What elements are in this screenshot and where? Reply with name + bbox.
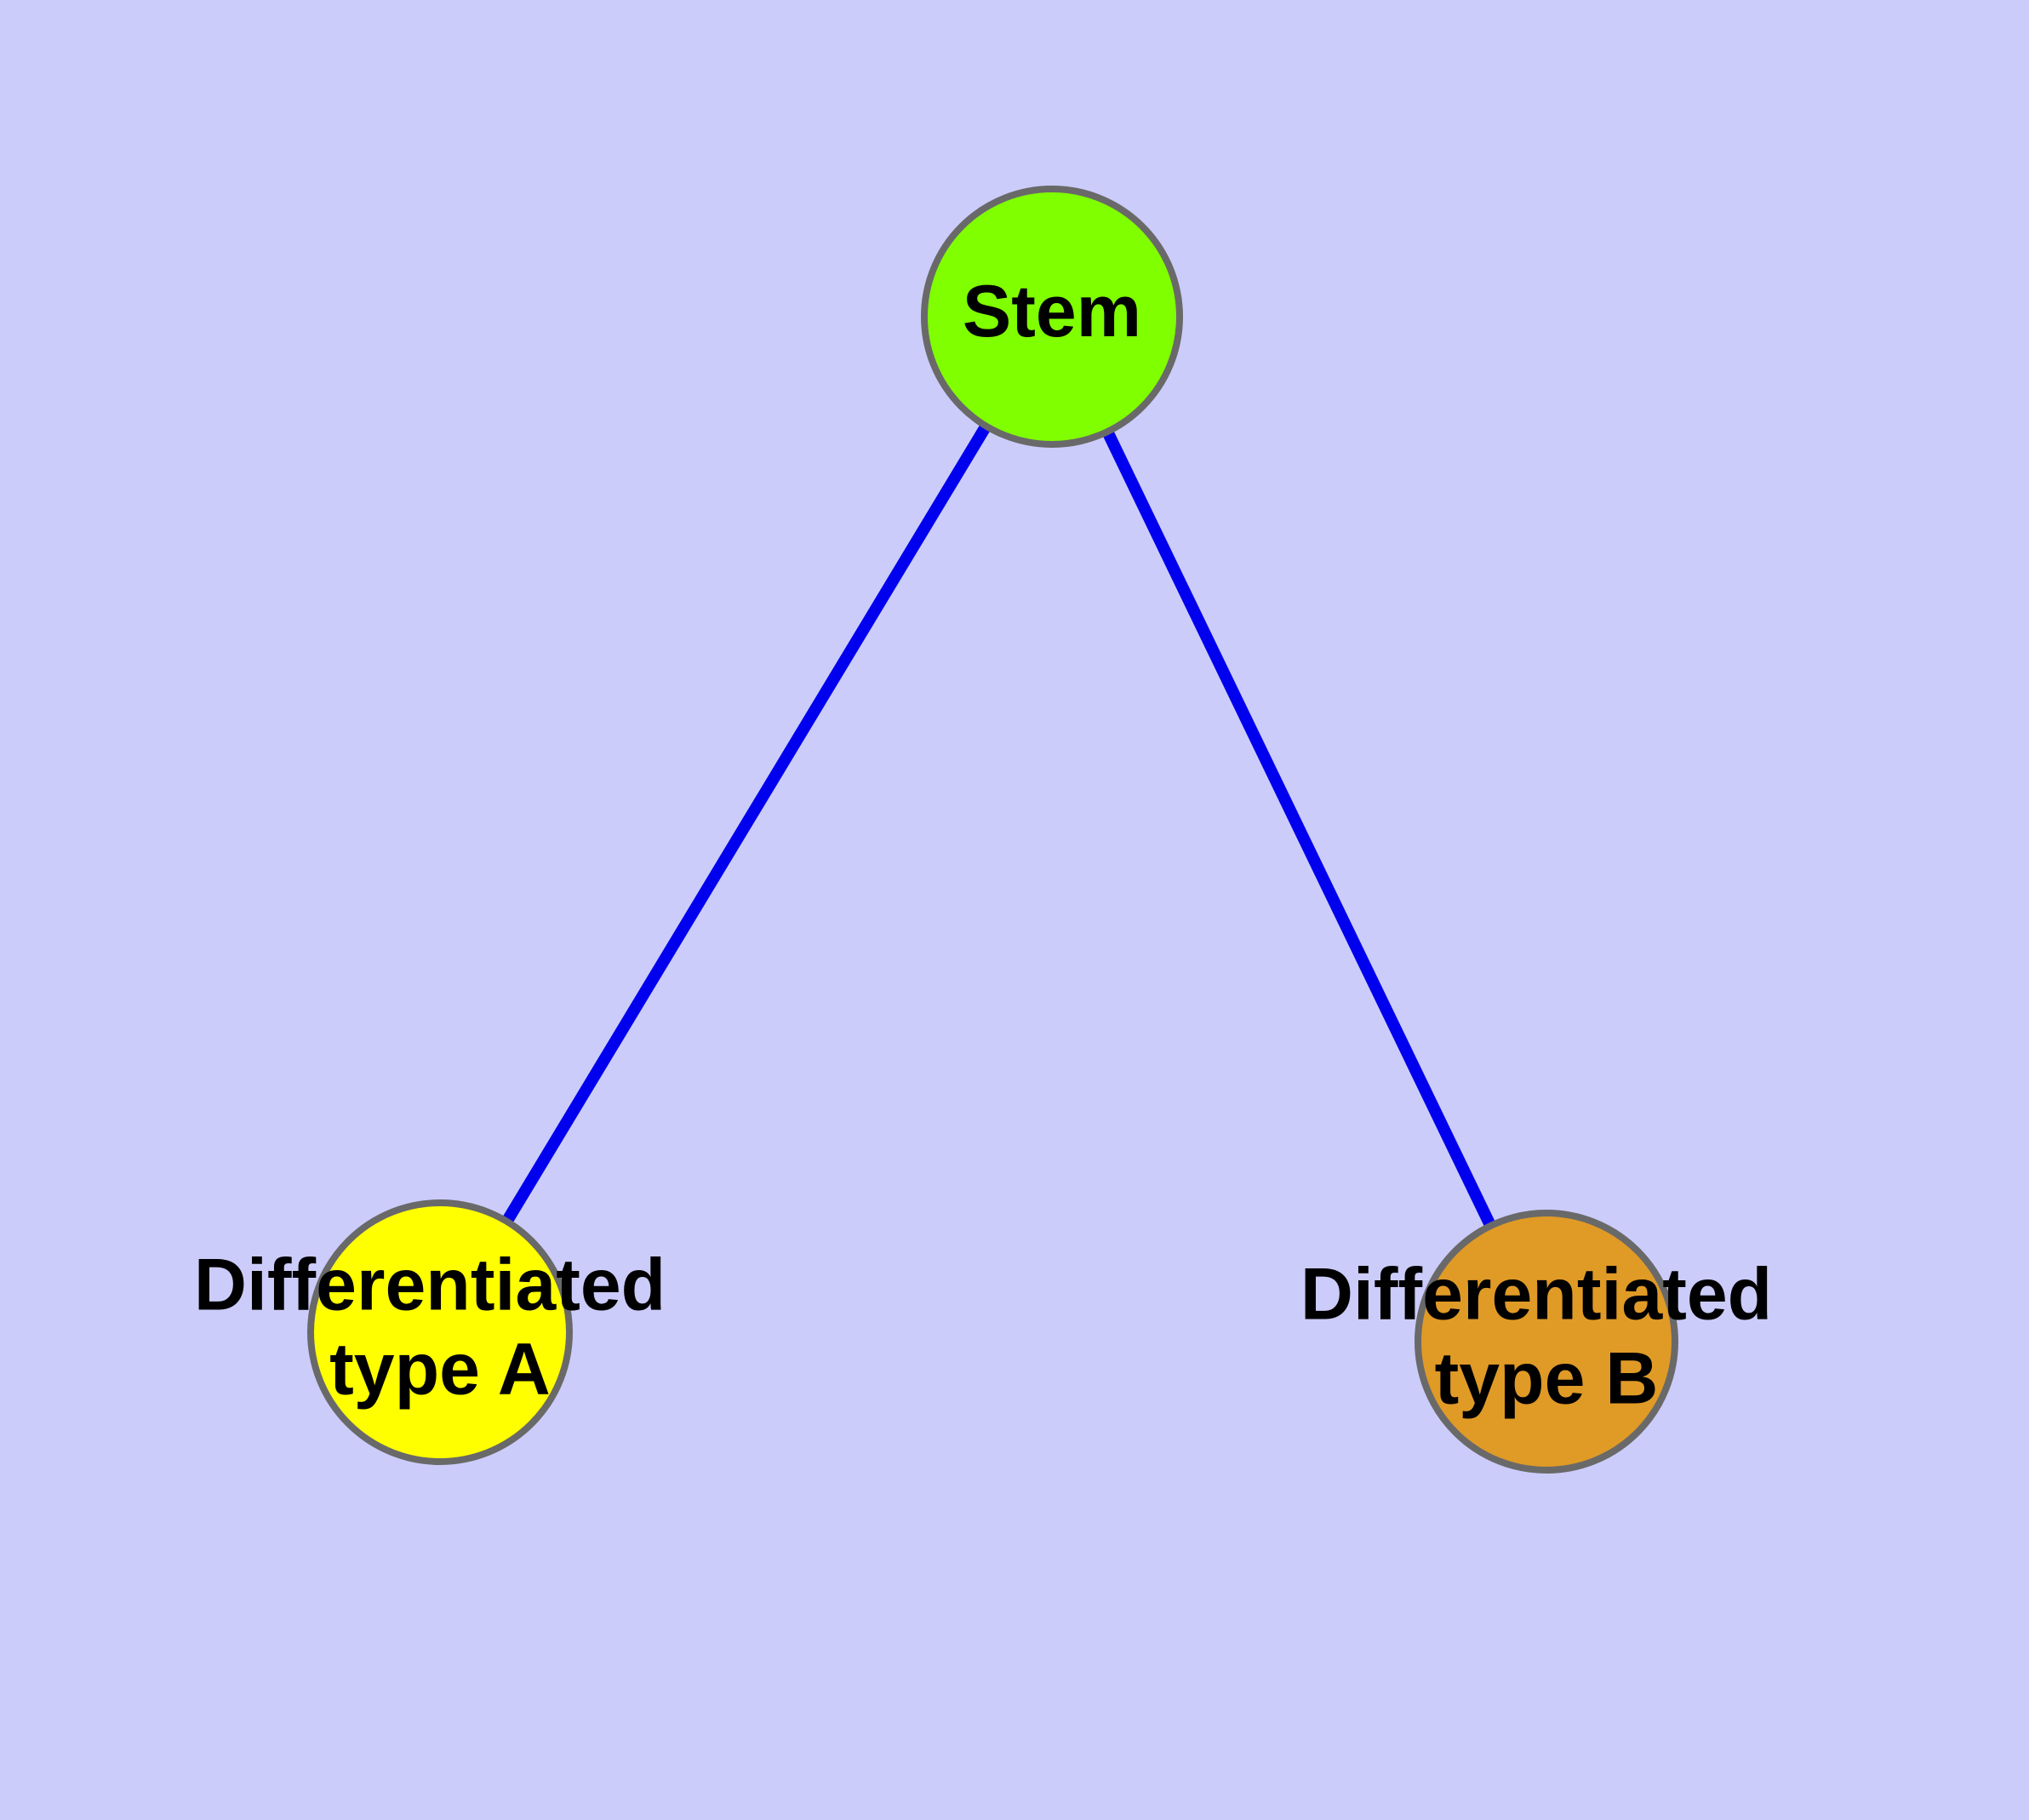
edge-stem-to-differentiated-type-a[interactable] [435, 313, 1057, 1336]
node-circle-differentiated-type-a[interactable] [307, 1199, 573, 1465]
node-label-differentiated-type-a-line1: Differentiated [194, 1244, 666, 1325]
node-label-stem: Stem [963, 271, 1141, 352]
node-label-differentiated-type-a-line2: type A [329, 1328, 551, 1410]
node-stem[interactable] [921, 186, 1183, 448]
labels-layer: Stem Differentiated type A Differentiate… [194, 271, 1792, 1419]
edge-stem-to-differentiated-type-b[interactable] [1046, 313, 1552, 1345]
node-label-differentiated-type-b-line2: type B [1435, 1337, 1659, 1419]
node-circle-stem[interactable] [921, 186, 1183, 448]
node-label-stem-line1: Stem [963, 271, 1141, 352]
edges-layer [435, 313, 1552, 1345]
node-differentiated-type-b[interactable] [1415, 1210, 1678, 1474]
node-label-differentiated-type-b-line1: Differentiated [1300, 1253, 1772, 1335]
node-circle-differentiated-type-b[interactable] [1415, 1210, 1678, 1474]
node-label-differentiated-type-a: Differentiated type A [194, 1244, 686, 1410]
node-label-differentiated-type-b: Differentiated type B [1300, 1253, 1792, 1419]
nodes-layer [307, 186, 1678, 1474]
node-differentiated-type-a[interactable] [307, 1199, 573, 1465]
